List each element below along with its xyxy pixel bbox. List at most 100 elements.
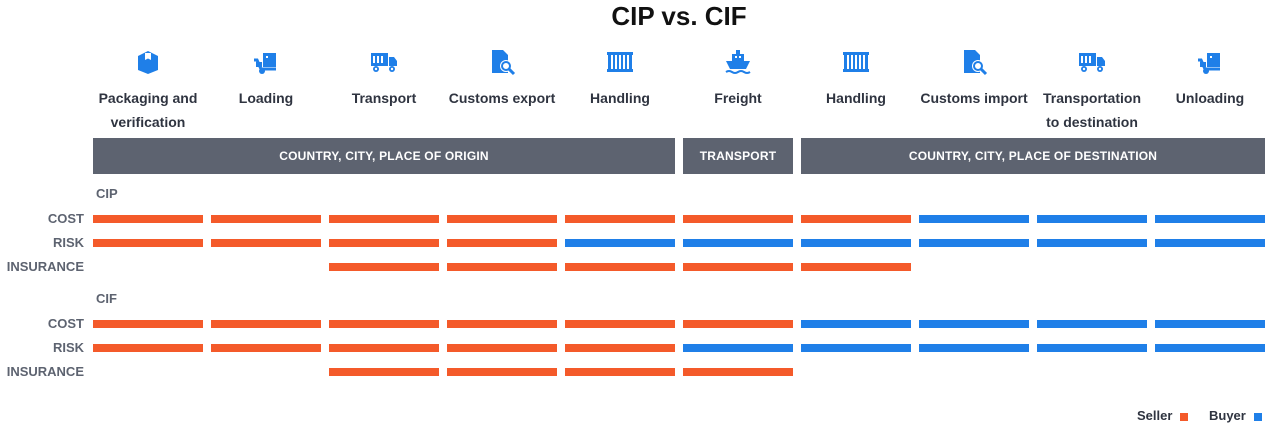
container-icon (561, 48, 679, 76)
step-7: Customs import (915, 48, 1033, 110)
step-label: Transport (325, 86, 443, 110)
seller-bar (683, 368, 793, 376)
legend-buyer-label: Buyer (1209, 408, 1246, 423)
buyer-bar (1155, 344, 1265, 352)
step-label-line: to destination (1046, 114, 1138, 130)
step-label-line: Packaging and (98, 90, 198, 106)
truck-icon (1033, 48, 1151, 76)
row-label: RISK (52, 235, 84, 250)
buyer-bar (801, 320, 911, 328)
step-0: Packaging and verification (89, 48, 207, 134)
seller-bar (565, 215, 675, 223)
region-transport: TRANSPORT (683, 138, 793, 174)
region-origin: COUNTRY, CITY, PLACE OF ORIGIN (93, 138, 675, 174)
legend-seller: Seller (1137, 408, 1189, 423)
section-label-cif: CIF (96, 291, 117, 306)
step-6: Handling (797, 48, 915, 110)
step-label: Unloading (1151, 86, 1265, 110)
buyer-bar (1155, 239, 1265, 247)
seller-bar (683, 263, 793, 271)
step-label-line: verification (110, 114, 186, 130)
buyer-bar (1037, 320, 1147, 328)
buyer-bar (919, 215, 1029, 223)
seller-bar (329, 368, 439, 376)
seller-bar (93, 320, 203, 328)
seller-swatch (1180, 412, 1189, 421)
seller-bar (329, 344, 439, 352)
seller-bar (211, 215, 321, 223)
seller-bar (93, 344, 203, 352)
step-label-line: Handling (826, 90, 886, 106)
step-label-line: Transport (351, 90, 417, 106)
seller-bar (565, 368, 675, 376)
seller-bar (211, 239, 321, 247)
step-9: Unloading (1151, 48, 1265, 110)
step-3: Customs export (443, 48, 561, 110)
truck-icon (325, 48, 443, 76)
step-label-line: Loading (238, 90, 294, 106)
seller-bar (329, 215, 439, 223)
seller-bar (329, 239, 439, 247)
ship-icon (679, 48, 797, 76)
step-8: Transportation to destination (1033, 48, 1151, 134)
buyer-bar (1037, 215, 1147, 223)
step-label-line: Freight (714, 90, 762, 106)
buyer-bar (1037, 239, 1147, 247)
step-label-line: Customs import (920, 90, 1028, 106)
seller-bar (447, 368, 557, 376)
hand-truck-icon (207, 48, 325, 76)
row-label: COST (47, 211, 84, 226)
container-icon (797, 48, 915, 76)
seller-bar (447, 263, 557, 271)
seller-bar (93, 239, 203, 247)
buyer-bar (919, 320, 1029, 328)
hand-truck-icon (1151, 48, 1265, 76)
seller-bar (801, 263, 911, 271)
step-2: Transport (325, 48, 443, 110)
legend-buyer: Buyer (1209, 408, 1262, 423)
step-label: Customs export (443, 86, 561, 110)
document-search-icon (443, 48, 561, 76)
seller-bar (447, 215, 557, 223)
step-4: Handling (561, 48, 679, 110)
seller-bar (447, 239, 557, 247)
seller-bar (93, 215, 203, 223)
seller-bar (447, 320, 557, 328)
step-label-line: Handling (590, 90, 650, 106)
buyer-bar (801, 239, 911, 247)
step-label-line: Customs export (448, 90, 556, 106)
step-label: Handling (561, 86, 679, 110)
step-1: Loading (207, 48, 325, 110)
seller-bar (801, 215, 911, 223)
row-label: RISK (52, 340, 84, 355)
buyer-bar (919, 239, 1029, 247)
row-label: COST (47, 316, 84, 331)
buyer-bar (1155, 320, 1265, 328)
seller-bar (447, 344, 557, 352)
region-destination: COUNTRY, CITY, PLACE OF DESTINATION (801, 138, 1265, 174)
seller-bar (211, 320, 321, 328)
step-label: Handling (797, 86, 915, 110)
buyer-bar (1037, 344, 1147, 352)
seller-bar (565, 263, 675, 271)
page-title: CIP vs. CIF (611, 1, 747, 31)
buyer-bar (683, 344, 793, 352)
step-label: Customs import (915, 86, 1033, 110)
seller-bar (329, 263, 439, 271)
buyer-bar (1155, 215, 1265, 223)
section-label-cip: CIP (96, 186, 118, 201)
buyer-bar (565, 239, 675, 247)
buyer-bar (801, 344, 911, 352)
row-label: INSURANCE (6, 259, 84, 274)
document-search-icon (915, 48, 1033, 76)
step-label-line: Transportation (1042, 90, 1141, 106)
seller-bar (683, 215, 793, 223)
seller-bar (683, 320, 793, 328)
seller-bar (329, 320, 439, 328)
step-label: Freight (679, 86, 797, 110)
package-icon (89, 48, 207, 76)
step-5: Freight (679, 48, 797, 110)
step-label-line: Unloading (1175, 90, 1245, 106)
seller-bar (211, 344, 321, 352)
step-label: Transportation to destination (1033, 86, 1151, 134)
